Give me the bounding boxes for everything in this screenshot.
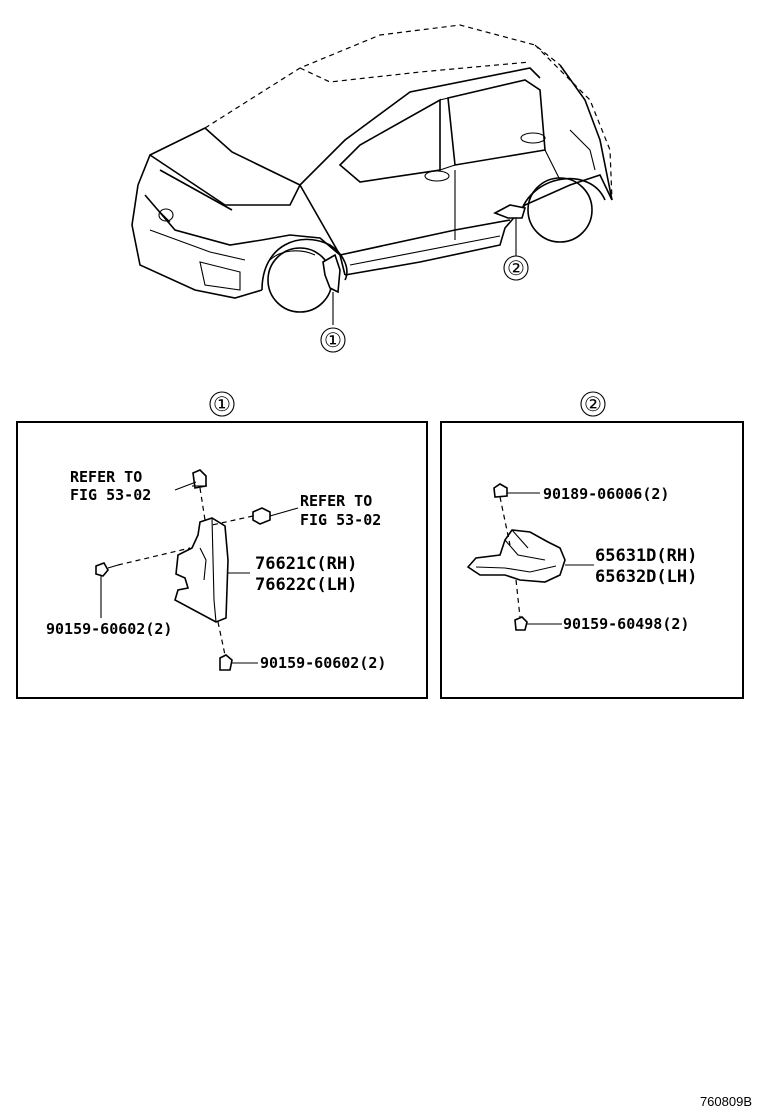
clip-icon [192, 469, 207, 489]
screw-bottom-label: 90159-60602(2) [260, 654, 386, 672]
part-76622c-label: 76622C(LH) [255, 575, 357, 595]
panel-2-frame [440, 421, 744, 699]
callout-1: ① [320, 327, 346, 353]
callout-2-label: ② [507, 256, 525, 280]
panel-2-drawing [466, 483, 594, 631]
illustration-code: 760809B [700, 1094, 752, 1109]
screw-icon [95, 562, 109, 577]
panel-1-title: ① [209, 391, 235, 417]
clip-top-label: 90189-06006(2) [543, 485, 669, 503]
panel-1-drawing [95, 469, 299, 671]
screw-bottom-label-2: 90159-60498(2) [563, 615, 689, 633]
callout-2: ② [503, 255, 529, 281]
panel-2-title: ② [580, 391, 606, 417]
mudflap-part [174, 517, 229, 623]
refer-top-line2: FIG 53-02 [70, 486, 151, 504]
part-76621c-label: 76621C(RH) [255, 554, 357, 574]
panel-2-title-label: ② [584, 392, 602, 416]
refer-right-line2: FIG 53-02 [300, 511, 381, 529]
clip-icon [493, 483, 508, 498]
refer-right-line1: REFER TO [300, 492, 372, 510]
screw-left-label: 90159-60602(2) [46, 620, 172, 638]
screw-icon [514, 616, 528, 631]
panel-1-frame [16, 421, 428, 699]
part-65631d-label: 65631D(RH) [595, 546, 697, 566]
refer-top-line1: REFER TO [70, 468, 142, 486]
car-illustration [131, 24, 613, 325]
callout-1-label: ① [324, 328, 342, 352]
panel-1-title-label: ① [213, 392, 231, 416]
part-65632d-label: 65632D(LH) [595, 567, 697, 587]
clip-icon [252, 507, 271, 525]
screw-icon [219, 654, 233, 671]
shield-part [466, 529, 566, 583]
